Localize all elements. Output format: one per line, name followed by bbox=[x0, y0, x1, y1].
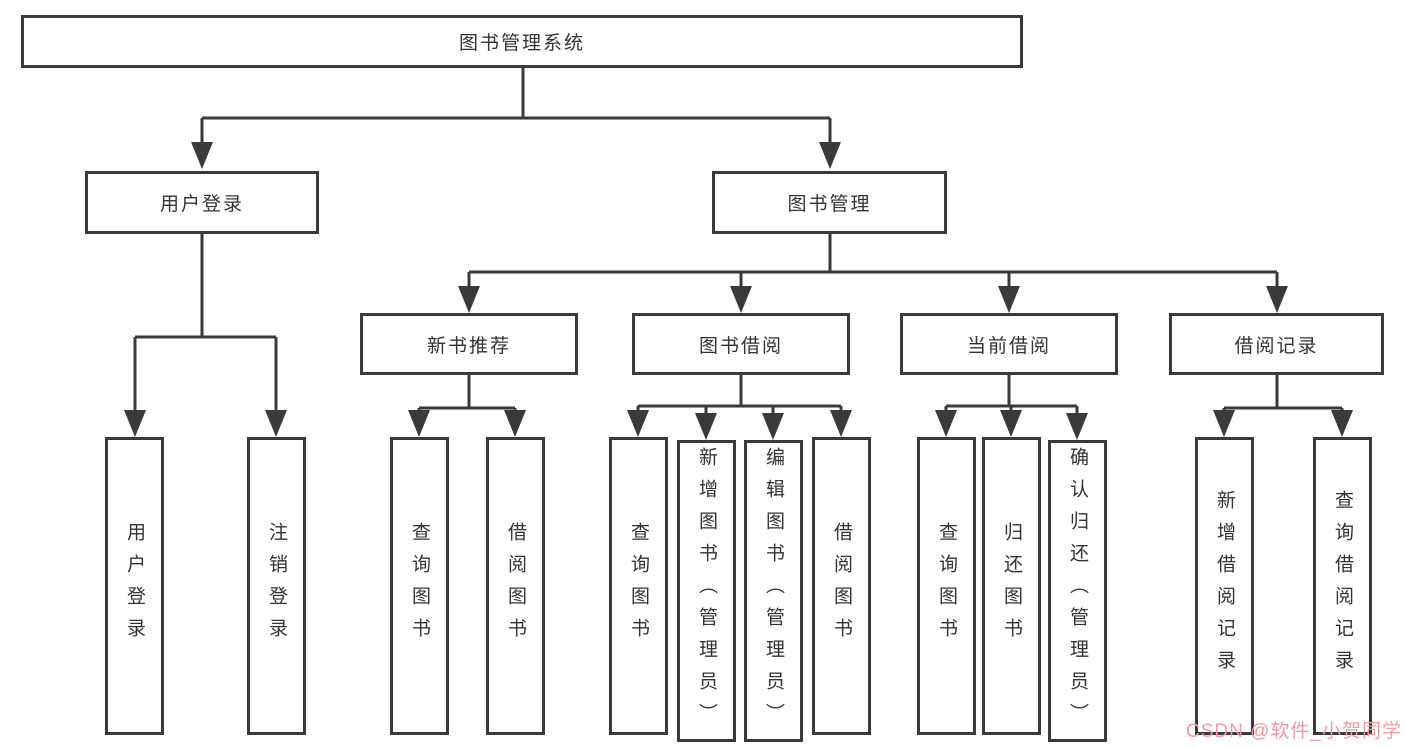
node-book-borrow: 图书借阅 bbox=[632, 313, 850, 375]
leaf-current-confirm-return-admin: 确认归还（管理员） bbox=[1048, 440, 1107, 742]
node-book-management: 图书管理 bbox=[712, 171, 947, 234]
watermark: CSDN @软件_小贺同学 bbox=[1186, 721, 1402, 742]
node-root: 图书管理系统 bbox=[21, 15, 1023, 68]
leaf-logout: 注销登录 bbox=[247, 437, 306, 735]
leaf-records-query-record: 查询借阅记录 bbox=[1313, 437, 1372, 735]
leaf-recommend-borrow-books: 借阅图书 bbox=[486, 437, 545, 735]
leaf-borrow-add-books-admin: 新增图书（管理员） bbox=[677, 440, 736, 742]
leaf-borrow-query-books: 查询图书 bbox=[609, 437, 668, 735]
leaf-borrow-borrow-books: 借阅图书 bbox=[812, 437, 871, 735]
node-borrow-records: 借阅记录 bbox=[1169, 313, 1384, 375]
node-user-login: 用户登录 bbox=[85, 171, 319, 234]
node-new-book-recommend: 新书推荐 bbox=[360, 313, 578, 375]
leaf-recommend-query-books: 查询图书 bbox=[390, 437, 449, 735]
arrowheads bbox=[124, 142, 1353, 440]
leaf-records-add-record: 新增借阅记录 bbox=[1195, 437, 1254, 735]
leaf-current-return-books: 归还图书 bbox=[982, 437, 1041, 735]
leaf-user-login: 用户登录 bbox=[105, 437, 164, 735]
node-current-borrow: 当前借阅 bbox=[900, 313, 1118, 375]
leaf-current-query-books: 查询图书 bbox=[917, 437, 976, 735]
leaf-borrow-edit-books-admin: 编辑图书（管理员） bbox=[744, 440, 803, 742]
